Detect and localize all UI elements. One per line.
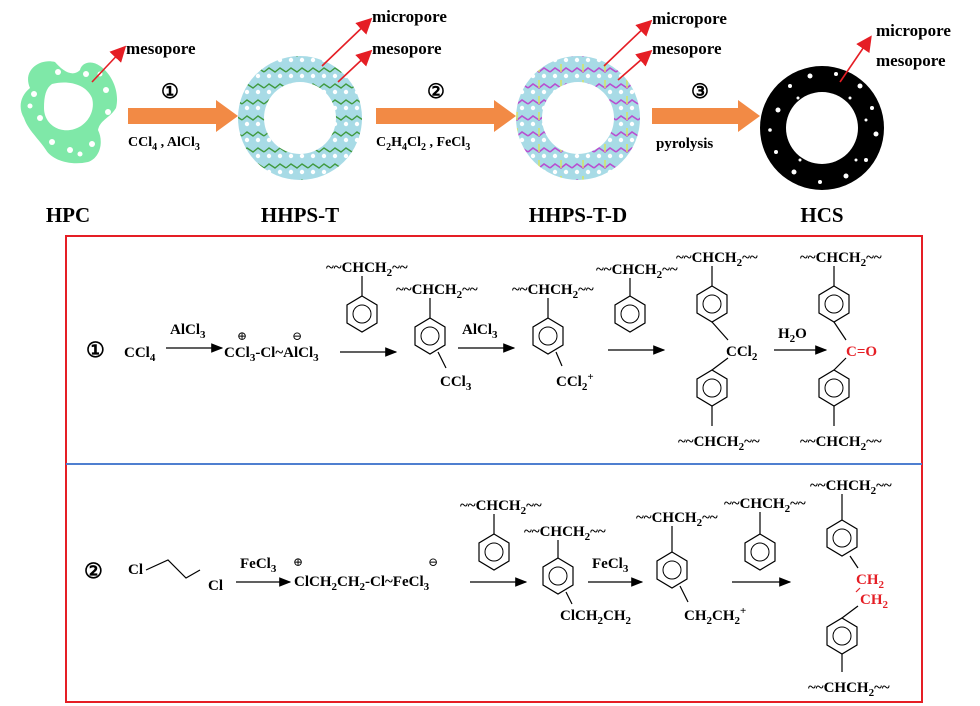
- mech2-cat1: FeCl3: [240, 556, 277, 575]
- hcs-particle: [760, 66, 884, 190]
- mech1-chain-a: ~~CHCH2~~: [326, 260, 408, 279]
- mech2-chain-a: ~~CHCH2~~: [460, 498, 542, 517]
- mech2-cl-right: Cl: [208, 578, 223, 594]
- process-arrow-3: [652, 100, 760, 132]
- mech1-bridge: CCl2: [726, 344, 758, 363]
- hhps-t-particle: [238, 56, 362, 180]
- mech1-chain-g: ~~CHCH2~~: [800, 250, 882, 269]
- hhpst-mesopore-label: mesopore: [372, 39, 442, 58]
- hcs-micropore-label: micropore: [876, 21, 951, 40]
- arrow-1-number: ①: [161, 81, 179, 103]
- mech1-chain-e: ~~CHCH2~~: [676, 250, 758, 269]
- arrow-3-number: ③: [691, 81, 709, 103]
- mech1-carbonyl: C=O: [846, 344, 877, 360]
- mech2-cation: CH2CH2+: [684, 605, 746, 627]
- process-arrow-2: [376, 100, 516, 132]
- mech1-ccl2-cation: CCl2+: [556, 371, 594, 393]
- mech1-chain-f: ~~CHCH2~~: [678, 434, 760, 453]
- arrow-2-number: ②: [427, 81, 445, 103]
- hhpst-micropore-label: micropore: [372, 7, 447, 26]
- hpc-particle: [20, 61, 118, 164]
- mechanism-1: ① CCl4 AlCl3 CCl3-Cl~AlCl3 ⊕ ⊖ ~~CHCH2~~…: [86, 250, 882, 453]
- mech2-plus-charge: ⊕: [293, 555, 303, 569]
- hpc-mesopore-label: mesopore: [126, 39, 196, 58]
- mech1-minus-charge: ⊖: [292, 329, 302, 343]
- stage-hcs-name: HCS: [800, 203, 843, 227]
- mech1-chain-h: ~~CHCH2~~: [800, 434, 882, 453]
- mech1-chain-c: ~~CHCH2~~: [512, 282, 594, 301]
- mechanism-box: [65, 235, 923, 703]
- mechanism-2: ② Cl Cl FeCl3 ⊕ ⊖ ClCH2CH2-Cl~FeCl3 ~~CH…: [84, 478, 892, 699]
- mech2-bridge2: CH2: [860, 592, 889, 611]
- mech1-cat2: AlCl3: [462, 322, 498, 341]
- mech1-plus-charge: ⊕: [237, 329, 247, 343]
- hhps-t-d-particle: [516, 56, 640, 180]
- mech2-bridge1: CH2: [856, 572, 885, 591]
- hhpstd-micropore-label: micropore: [652, 9, 727, 28]
- mech1-reactant: CCl4: [124, 345, 156, 364]
- mech2-chain-d: ~~CHCH2~~: [724, 496, 806, 515]
- stage-hhps-t-name: HHPS-T: [261, 203, 339, 227]
- mech2-chain-c: ~~CHCH2~~: [636, 510, 718, 529]
- stage-hpc-name: HPC: [46, 203, 90, 227]
- stage-hhps-t-d-name: HHPS-T-D: [529, 203, 627, 227]
- arrow-2-reagents: C2H4Cl2 , FeCl3: [376, 135, 470, 153]
- mech1-chain-b: ~~CHCH2~~: [396, 282, 478, 301]
- arrow-3-reagents: pyrolysis: [656, 136, 713, 152]
- process-arrow-1: [128, 100, 238, 132]
- mech1-chain-d: ~~CHCH2~~: [596, 262, 678, 281]
- hhpstd-mesopore-label: mesopore: [652, 39, 722, 58]
- mech2-complex: ClCH2CH2-Cl~FeCl3: [294, 574, 430, 593]
- mech2-minus-charge: ⊖: [428, 555, 438, 569]
- mech2-number: ②: [84, 559, 103, 583]
- mech2-cl-left: Cl: [128, 562, 143, 578]
- mech1-number: ①: [86, 338, 105, 362]
- mech1-cat1: AlCl3: [170, 322, 206, 341]
- mech1-complex: CCl3-Cl~AlCl3: [224, 345, 319, 364]
- mech1-water: H2O: [778, 326, 807, 345]
- mech2-chain-e: ~~CHCH2~~: [810, 478, 892, 497]
- mech2-cat2: FeCl3: [592, 556, 629, 575]
- mech1-ccl3: CCl3: [440, 374, 472, 393]
- mech2-chain-b: ~~CHCH2~~: [524, 524, 606, 543]
- hcs-mesopore-label: mesopore: [876, 51, 946, 70]
- mech2-chain-f: ~~CHCH2~~: [808, 680, 890, 699]
- arrow-1-reagents: CCl4 , AlCl3: [128, 135, 200, 153]
- mech2-clch2ch2: ClCH2CH2: [560, 608, 632, 627]
